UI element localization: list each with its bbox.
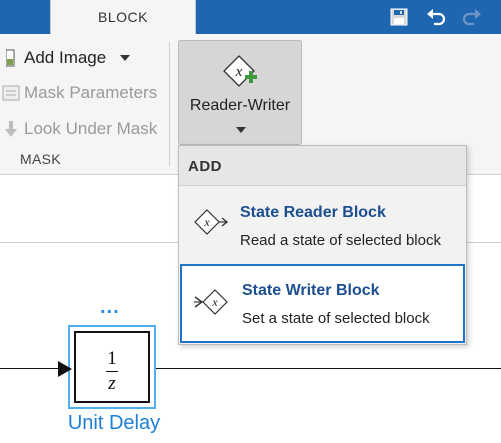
block-actions-ellipsis[interactable]: ... xyxy=(100,296,120,318)
state-reader-title: State Reader Block xyxy=(240,204,386,221)
title-tab-bar: BLOCK xyxy=(0,0,501,34)
look-under-mask-button[interactable]: Look Under Mask xyxy=(0,118,157,140)
chevron-down-icon xyxy=(236,127,246,133)
input-arrow-icon xyxy=(58,361,72,377)
look-under-mask-icon xyxy=(0,118,22,140)
reader-writer-label: Reader-Writer xyxy=(189,97,291,114)
fraction-bar xyxy=(106,371,118,372)
state-writer-icon: x xyxy=(193,288,231,321)
denominator: z xyxy=(108,373,116,394)
menu-header-label: ADD xyxy=(188,158,222,175)
unit-delay-block[interactable]: 1 z xyxy=(68,325,156,409)
add-image-button[interactable]: Add Image xyxy=(0,47,131,69)
state-reader-description: Read a state of selected block xyxy=(240,232,441,249)
mask-parameters-icon xyxy=(0,82,22,104)
ribbon-separator xyxy=(169,42,170,166)
image-icon xyxy=(0,47,22,69)
undo-icon[interactable] xyxy=(425,0,447,34)
mask-parameters-label: Mask Parameters xyxy=(24,83,158,102)
svg-text:x: x xyxy=(211,295,218,309)
reader-writer-button[interactable]: x Reader-Writer xyxy=(178,40,302,145)
state-writer-description: Set a state of selected block xyxy=(242,310,430,327)
menu-item-state-reader[interactable]: x State Reader Block Read a state of sel… xyxy=(179,190,466,260)
chevron-down-icon[interactable] xyxy=(120,55,131,61)
state-writer-title: State Writer Block xyxy=(242,282,380,299)
save-icon[interactable] xyxy=(389,0,409,34)
svg-text:x: x xyxy=(203,215,210,229)
menu-header: ADD xyxy=(179,146,466,186)
svg-text:x: x xyxy=(235,64,243,80)
add-image-label: Add Image xyxy=(24,48,107,67)
redo-icon[interactable] xyxy=(461,0,483,34)
input-signal-line[interactable] xyxy=(0,368,62,369)
reader-writer-menu: ADD x State Reader Block Read a state of… xyxy=(178,145,467,345)
look-under-mask-label: Look Under Mask xyxy=(24,119,158,138)
block-name[interactable]: Unit Delay xyxy=(67,412,161,434)
numerator: 1 xyxy=(107,348,117,369)
unit-delay-block-body: 1 z xyxy=(74,331,150,403)
menu-item-state-writer[interactable]: x State Writer Block Set a state of sele… xyxy=(180,264,465,343)
mask-group-label: MASK xyxy=(20,151,61,167)
mask-parameters-button[interactable]: Mask Parameters xyxy=(0,82,157,104)
tab-block-label: BLOCK xyxy=(98,9,148,25)
state-reader-icon: x xyxy=(191,208,229,241)
output-signal-line[interactable] xyxy=(152,368,501,369)
tab-block[interactable]: BLOCK xyxy=(50,0,196,34)
reader-writer-icon: x xyxy=(221,53,261,98)
transfer-function: 1 z xyxy=(76,349,148,394)
